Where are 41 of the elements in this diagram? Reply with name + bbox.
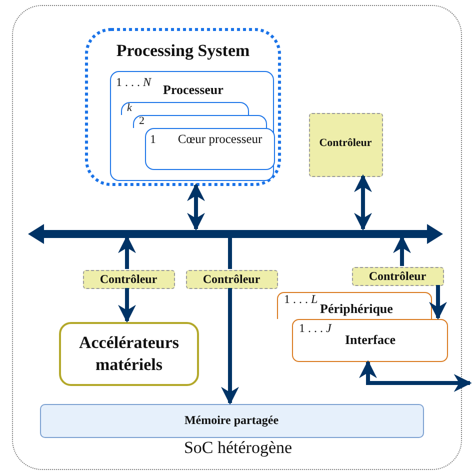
peripheral-title: Périphérique bbox=[320, 302, 393, 316]
memory-label: Mémoire partagée bbox=[183, 413, 280, 428]
controller-label: Contrôleur bbox=[368, 269, 428, 284]
index-range: 1 . . . N bbox=[116, 75, 152, 90]
arrow bbox=[393, 235, 411, 266]
arrow bbox=[187, 183, 205, 231]
arrow bbox=[221, 288, 239, 405]
core-box bbox=[133, 115, 267, 128]
controller-box bbox=[83, 270, 175, 289]
arrow bbox=[118, 235, 136, 269]
peripheral-box bbox=[277, 292, 432, 319]
controller-label: Contrôleur bbox=[202, 272, 262, 286]
index-label: k bbox=[127, 102, 132, 116]
core-box bbox=[121, 102, 249, 115]
arrow bbox=[429, 285, 447, 320]
core-box bbox=[145, 128, 275, 170]
group-title: Processing System bbox=[115, 41, 251, 62]
processing-system-group bbox=[85, 28, 281, 186]
index-range: 1 . . . J bbox=[299, 321, 332, 336]
controller-box bbox=[309, 113, 383, 177]
container-title: SoC hétérogène bbox=[182, 438, 294, 458]
controller-label: Contrôleur bbox=[98, 272, 158, 286]
accelerator-box bbox=[59, 322, 199, 386]
accelerator-label: Accélérateurs matériels bbox=[78, 332, 180, 376]
controller-box bbox=[352, 267, 444, 286]
controller-box bbox=[186, 270, 278, 289]
memory-box bbox=[40, 404, 424, 438]
arrow bbox=[359, 360, 472, 392]
core-label: Cœur processeur bbox=[176, 132, 264, 148]
soc-container bbox=[12, 5, 462, 470]
interface-box bbox=[292, 319, 448, 362]
interface-title: Interface bbox=[345, 332, 396, 348]
arrow bbox=[118, 288, 136, 323]
arrow bbox=[354, 174, 372, 231]
index-label: 2 bbox=[139, 115, 144, 128]
index-label: 1 bbox=[150, 132, 156, 146]
index-range: 1 . . . L bbox=[284, 292, 318, 306]
bus-arrow bbox=[28, 224, 443, 244]
processor-title: Processeur bbox=[163, 82, 224, 98]
processor-box bbox=[110, 71, 274, 181]
controller-label: Contrôleur bbox=[318, 137, 373, 150]
